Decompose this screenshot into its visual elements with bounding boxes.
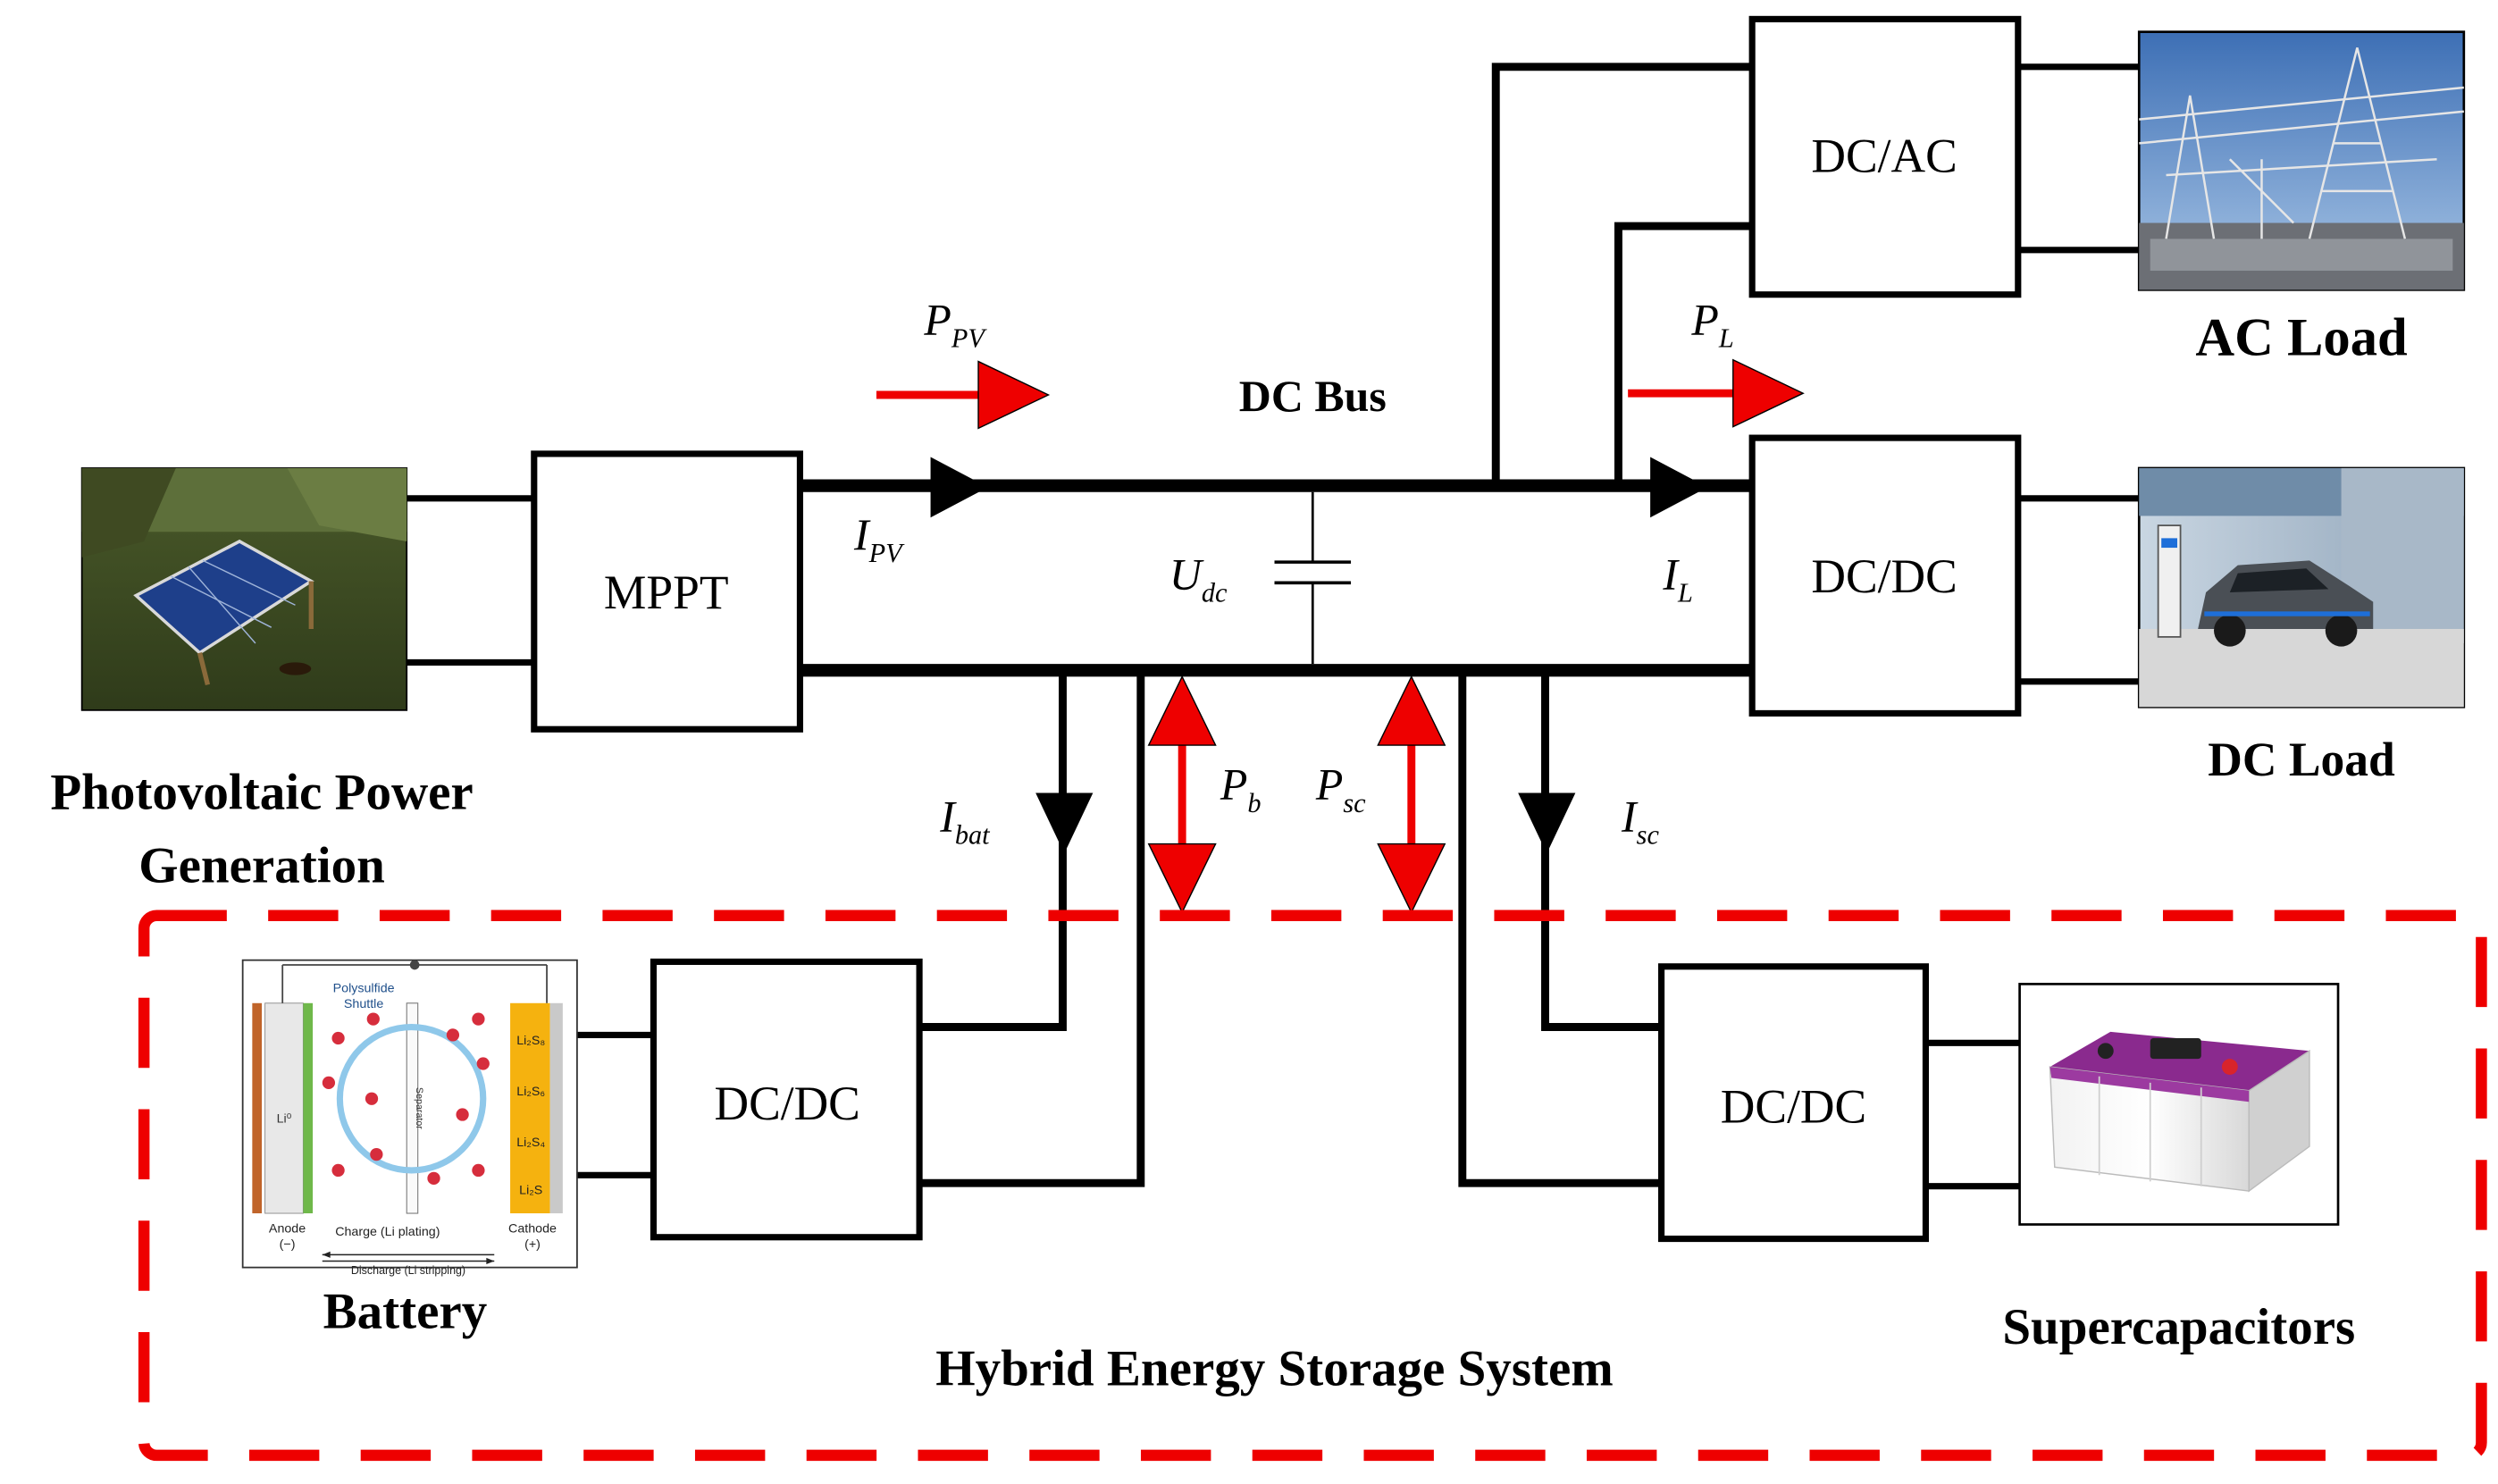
dc-load-label: DC Load xyxy=(2208,733,2395,786)
supercapacitors-label: Supercapacitors xyxy=(2002,1299,2355,1355)
power-arrows xyxy=(876,358,1805,914)
p-l-arrow xyxy=(1732,358,1805,428)
battery-figure: Polysulfide Shuttle Li⁰ Separator Li₂S₈ … xyxy=(241,959,578,1277)
p-b-arrow-down xyxy=(1147,843,1217,914)
battery-label: Battery xyxy=(323,1283,488,1339)
ac-load-photo xyxy=(2137,30,2466,291)
i-sc-symbol: Isc xyxy=(1621,792,1659,850)
converter-boxes xyxy=(531,15,2022,1243)
battery-anode-sign: (−) xyxy=(280,1237,296,1252)
dcdc-battery-box xyxy=(650,958,923,1241)
ac-load-label: AC Load xyxy=(2195,307,2408,367)
supercapacitor-photo xyxy=(2018,983,2340,1226)
battery-cathode-species-2: Li₂S₆ xyxy=(516,1085,545,1099)
i-l-symbol: IL xyxy=(1662,549,1692,608)
p-pv-arrow xyxy=(977,360,1051,430)
p-b-symbol: Pb xyxy=(1220,760,1262,818)
pv-label-line1: Photovoltaic Power xyxy=(50,764,473,820)
battery-cathode-species-4: Li₂S xyxy=(519,1184,542,1198)
battery-separator: Separator xyxy=(414,1087,424,1129)
battery-charge-label: Charge (Li plating) xyxy=(335,1225,440,1239)
dcac-label: DC/AC xyxy=(1811,129,1957,182)
pv-panel-photo xyxy=(80,467,408,711)
battery-cathode-label: Cathode xyxy=(508,1221,557,1236)
i-l-arrow xyxy=(1650,457,1708,518)
pv-label-line2: Generation xyxy=(138,837,385,893)
i-pv-arrow xyxy=(930,457,988,518)
battery-title-2: Shuttle xyxy=(344,997,383,1011)
p-pv-symbol: PPV xyxy=(923,295,987,353)
dc-load-photo xyxy=(2137,466,2466,708)
hess-boundary xyxy=(138,910,2487,1462)
dcac-box xyxy=(1748,15,2022,298)
i-sc-arrow xyxy=(1518,792,1576,854)
current-arrows xyxy=(930,457,1708,854)
dcdc-battery-label: DC/DC xyxy=(714,1077,859,1130)
p-sc-arrow-up xyxy=(1377,675,1446,746)
battery-anode-material: Li⁰ xyxy=(277,1111,292,1126)
wiring xyxy=(407,63,2140,1190)
i-bat-arrow xyxy=(1035,792,1094,854)
battery-cathode-sign: (+) xyxy=(524,1237,541,1252)
battery-cathode-species-1: Li₂S₈ xyxy=(516,1034,545,1048)
battery-title: Polysulfide xyxy=(333,981,395,995)
i-pv-symbol: IPV xyxy=(853,510,905,568)
mppt-label: MPPT xyxy=(604,566,729,619)
dc-bus-label: DC Bus xyxy=(1239,372,1387,421)
p-sc-symbol: Psc xyxy=(1315,760,1366,818)
battery-discharge-label: Discharge (Li stripping) xyxy=(351,1264,465,1277)
dcdc-load-box xyxy=(1748,434,2022,717)
hess-label: Hybrid Energy Storage System xyxy=(935,1341,1614,1397)
mppt-box xyxy=(531,450,803,733)
p-sc-arrow-down xyxy=(1377,843,1446,914)
dcdc-load-label: DC/DC xyxy=(1811,549,1957,603)
battery-anode-label: Anode xyxy=(269,1221,306,1236)
dcdc-sc-box xyxy=(1658,963,1929,1243)
u-dc-symbol: Udc xyxy=(1169,549,1228,608)
text-labels: MPPT DC/AC DC/DC DC/DC DC/DC DC Bus AC L… xyxy=(50,129,2408,1396)
battery-cathode-species-3: Li₂S₄ xyxy=(516,1136,545,1150)
i-bat-symbol: Ibat xyxy=(939,792,991,850)
p-b-arrow-up xyxy=(1147,675,1217,746)
dcdc-sc-label: DC/DC xyxy=(1721,1079,1866,1133)
p-l-symbol: PL xyxy=(1690,295,1733,353)
